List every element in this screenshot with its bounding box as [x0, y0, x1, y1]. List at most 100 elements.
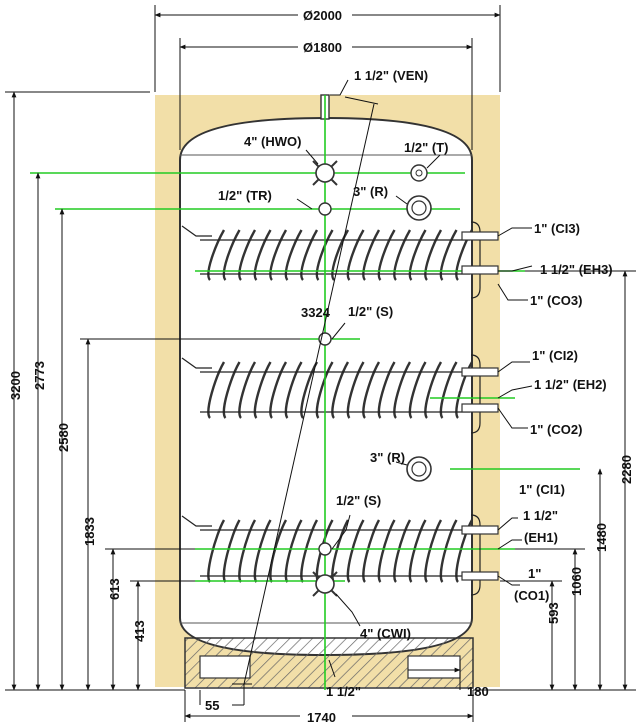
connection-eh1-line1-label: 1 1/2": [523, 508, 558, 523]
coil-turn: [346, 519, 365, 583]
coil-turn: [408, 519, 427, 583]
height-413-label: 413: [132, 620, 147, 642]
coil-turn: [222, 361, 241, 419]
bottom-dimensions: [184, 660, 474, 722]
coil-turn: [253, 229, 272, 281]
coil-turn: [238, 229, 257, 281]
coil-middle: [181, 357, 474, 419]
coil-turn: [238, 361, 257, 419]
coil-turn: [362, 361, 381, 419]
right-2280-label: 2280: [619, 455, 634, 484]
connection-hwo-label: 4" (HWO): [244, 134, 301, 149]
height-1833-label: 1833: [82, 517, 97, 546]
coil-turn: [222, 519, 241, 583]
coil-turn: [207, 361, 226, 419]
coil-header-line: [181, 357, 212, 369]
coil-upper: [181, 225, 474, 281]
connection-cwi-label: 4" (CWI): [360, 626, 411, 641]
coil-turn: [408, 361, 427, 419]
coil-turn: [253, 361, 272, 419]
connection-ci1-label: 1" (CI1): [519, 482, 565, 497]
coil-turn: [284, 519, 303, 583]
right-1480-label: 1480: [594, 523, 609, 552]
coil-turn: [424, 229, 443, 281]
coil-turn: [253, 519, 272, 583]
coil-turn: [424, 361, 443, 419]
coil-turn: [346, 229, 365, 281]
coil-lower: [181, 515, 474, 583]
coil-turn: [393, 229, 412, 281]
base-foot-left: [199, 655, 251, 679]
connection-co1-line2-label: (CO1): [514, 588, 549, 603]
base-width-label: 1740: [307, 710, 336, 725]
fittings: [312, 160, 499, 597]
coil-turn: [377, 229, 396, 281]
coil-turn: [284, 229, 303, 281]
inner-diameter-label: Ø1800: [303, 40, 342, 55]
connection-co1-line1-label: 1": [528, 566, 541, 581]
coil-turn: [439, 361, 458, 419]
diagonal-3324-label: 3324: [301, 305, 331, 320]
coil-turn: [269, 519, 288, 583]
connection-eh3-label: 1 1/2" (EH3): [540, 262, 613, 277]
connection-co3-label: 1" (CO3): [530, 293, 582, 308]
diagonal-dimension-line: [243, 103, 375, 685]
coil-turn: [315, 361, 334, 419]
foot-55-label: 55: [205, 698, 219, 713]
top-dimensions: [154, 5, 501, 150]
coil-turn: [300, 229, 319, 281]
coil-turn: [331, 229, 350, 281]
connection-eh1-line2-label: (EH1): [524, 530, 558, 545]
drain-label: 1 1/2": [326, 684, 361, 699]
coil-turn: [300, 519, 319, 583]
connection-r-top-label: 3" (R): [353, 184, 388, 199]
coil-turn: [222, 229, 241, 281]
coil-header-line: [181, 515, 212, 527]
heat-exchanger-coils: [181, 225, 474, 583]
leader-lines: [296, 79, 533, 678]
coil-turn: [284, 361, 303, 419]
connection-t-label: 1/2" (T): [404, 140, 448, 155]
height-613-label: 613: [107, 578, 122, 600]
connection-ci3-label: 1" (CI3): [534, 221, 580, 236]
connection-s-low-label: 1/2" (S): [336, 493, 381, 508]
coil-turn: [315, 229, 334, 281]
left-dimensions: [5, 91, 300, 691]
connection-tr-label: 1/2" (TR): [218, 188, 272, 203]
coil-turn: [455, 519, 474, 583]
coil-turn: [331, 361, 350, 419]
right-593-label: 593: [546, 602, 561, 624]
coil-turn: [439, 229, 458, 281]
coil-turn: [269, 229, 288, 281]
coil-turn: [207, 229, 226, 281]
outer-diameter-label: Ø2000: [303, 8, 342, 23]
connection-ci2-label: 1" (CI2): [532, 348, 578, 363]
coil-turn: [269, 361, 288, 419]
right-dimensions: [473, 270, 636, 691]
height-2773-label: 2773: [32, 361, 47, 390]
right-1060-label: 1060: [569, 567, 584, 596]
coil-turn: [424, 519, 443, 583]
coil-turn: [362, 519, 381, 583]
connection-r-mid-label: 3" (R): [370, 450, 405, 465]
total-height-label: 3200: [8, 371, 23, 400]
coil-turn: [455, 361, 474, 419]
height-2580-label: 2580: [56, 423, 71, 452]
connection-ven-label: 1 1/2" (VEN): [354, 68, 428, 83]
coil-turn: [377, 519, 396, 583]
coil-turn: [377, 361, 396, 419]
base-foot-right: [407, 655, 461, 679]
connection-s-top-label: 1/2" (S): [348, 304, 393, 319]
foot-180-label: 180: [467, 684, 489, 699]
coil-turn: [346, 361, 365, 419]
connection-eh2-label: 1 1/2" (EH2): [534, 377, 607, 392]
coil-turn: [408, 229, 427, 281]
coil-turn: [238, 519, 257, 583]
connection-co2-label: 1" (CO2): [530, 422, 582, 437]
diagonal-top-tick: [344, 96, 379, 105]
coil-turn: [439, 519, 458, 583]
coil-turn: [207, 519, 226, 583]
coil-header-line: [181, 225, 212, 237]
